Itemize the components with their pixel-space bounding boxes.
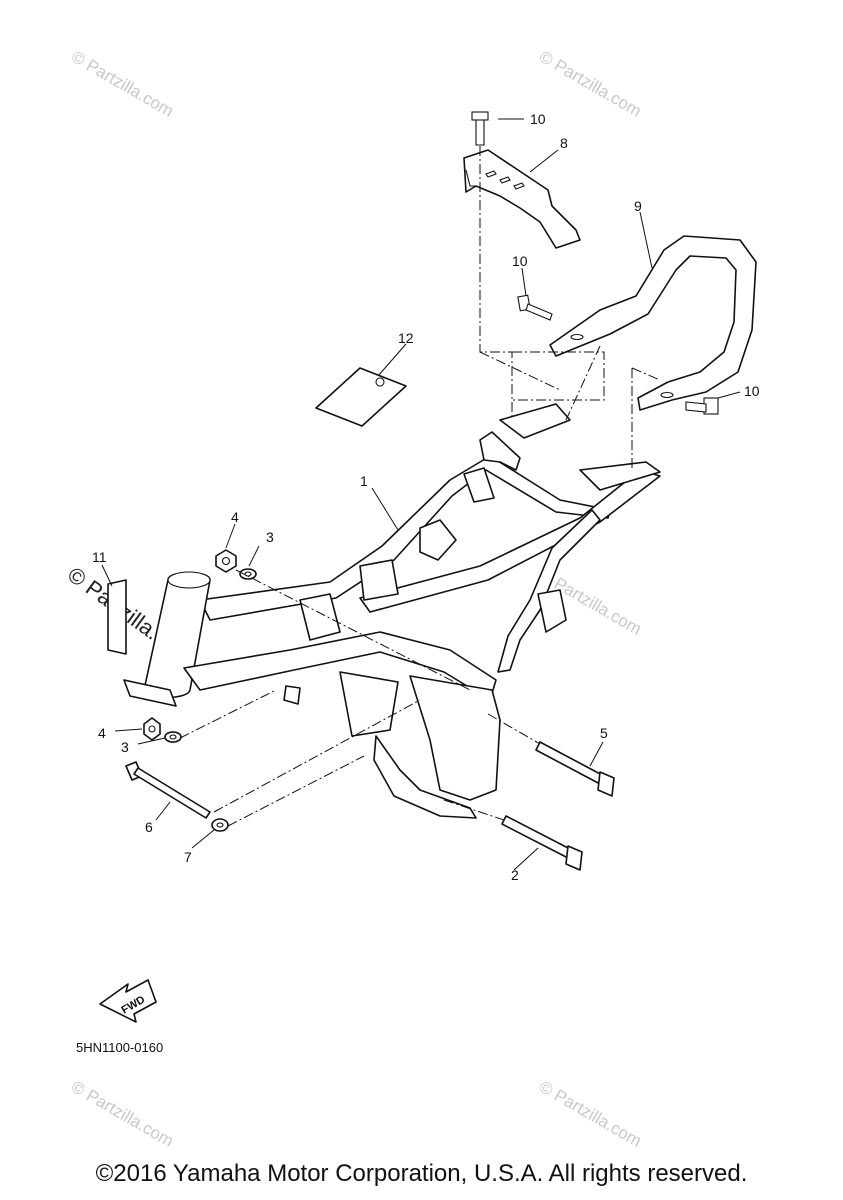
- fwd-arrow: FWD: [99, 979, 157, 1023]
- parts-diagram: © Partzilla.com © Partzilla.com © Partzi…: [63, 47, 760, 1151]
- nut-part-4-lower: [143, 717, 161, 741]
- callout-11: 11: [92, 549, 107, 565]
- diagram-code: 5HN1100-0160: [76, 1040, 163, 1055]
- callout-6: 6: [145, 819, 153, 835]
- callout-9: 9: [634, 198, 642, 214]
- callout-10-right: 10: [744, 383, 760, 399]
- watermark-top-right: © Partzilla.com: [536, 47, 645, 121]
- callout-leaders: [101, 118, 741, 871]
- bolt-part-6: [125, 761, 211, 819]
- grab-bar-part-9: [549, 235, 757, 411]
- callout-3-upper: 3: [266, 529, 274, 545]
- washer-part-3-upper: [239, 568, 257, 580]
- callout-labels: 1 2 3 3 4 4 5 6 7 8 9 10 10 10 11 12: [92, 111, 760, 883]
- assembly-lines: [179, 146, 661, 827]
- callout-5: 5: [600, 725, 608, 741]
- callout-12: 12: [398, 330, 414, 346]
- callout-10-mid: 10: [512, 253, 528, 269]
- watermark-top-left: © Partzilla.com: [68, 47, 177, 121]
- bolt-part-10-right: [685, 397, 719, 415]
- watermark-bottom-right: © Partzilla.com: [536, 1077, 645, 1151]
- callout-10-top: 10: [530, 111, 546, 127]
- bolt-part-5: [535, 741, 615, 797]
- callout-4-upper: 4: [231, 509, 239, 525]
- callout-7: 7: [184, 849, 192, 865]
- washer-part-3-lower: [164, 731, 182, 743]
- copyright-notice: ©2016 Yamaha Motor Corporation, U.S.A. A…: [95, 1160, 748, 1187]
- label-part-12: [315, 367, 407, 427]
- washer-part-7: [211, 818, 229, 832]
- callout-1: 1: [360, 473, 368, 489]
- sticker-part-11: [107, 579, 127, 655]
- nut-part-4-upper: [215, 549, 237, 573]
- bracket-part-8: [463, 149, 581, 249]
- callout-2: 2: [511, 867, 519, 883]
- callout-8: 8: [560, 135, 568, 151]
- bolt-part-10-top: [471, 111, 489, 146]
- bolt-part-10-mid: [517, 294, 553, 321]
- callout-4-lower: 4: [98, 725, 106, 741]
- callout-3-lower: 3: [121, 739, 129, 755]
- frame-part-1: [123, 403, 661, 819]
- bolt-part-2: [501, 815, 583, 871]
- watermark-bottom-left: © Partzilla.com: [68, 1077, 177, 1151]
